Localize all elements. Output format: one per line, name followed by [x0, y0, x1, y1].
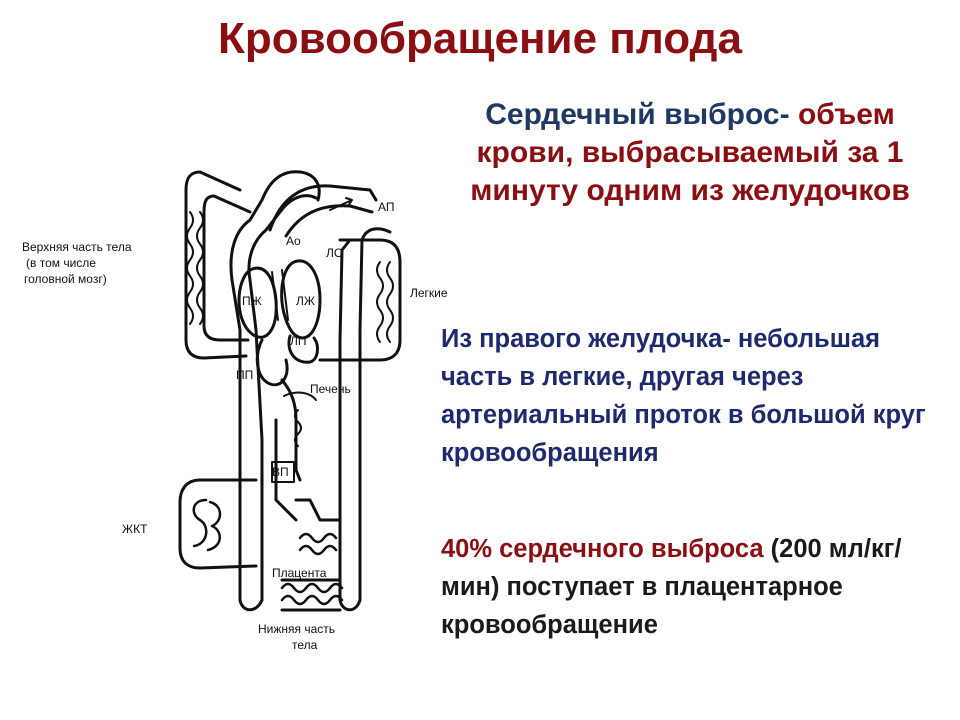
label-liver: Печень — [310, 382, 351, 396]
cardiac-output-definition: Сердечный выброс- объем крови, выбрасыва… — [470, 96, 910, 210]
bottom-connector — [238, 598, 362, 612]
placenta-paragraph-rest: (200 мл/кг/мин) поступает в плацентарное… — [441, 535, 902, 639]
definition-description: объем крови, выбрасываемый за 1 минуту о… — [470, 98, 910, 207]
vp-box — [271, 461, 295, 483]
left-atrium — [287, 334, 319, 364]
gi-loop — [192, 498, 222, 552]
upper-body-vessel — [184, 170, 248, 360]
upper-body-vessel-inner — [202, 194, 252, 342]
left-ventricle — [280, 259, 322, 340]
lungs-capillary — [376, 261, 384, 343]
liver-capillary — [294, 409, 302, 447]
septum — [271, 269, 289, 321]
label-vp: ВП — [272, 465, 289, 479]
definition-term: Сердечный выброс- — [485, 98, 790, 131]
label-lower-body-2: тела — [292, 638, 318, 652]
gi-vessel — [178, 478, 258, 570]
label-ls: ЛС — [326, 246, 343, 260]
label-zhkt: ЖКТ — [122, 522, 148, 536]
right-outer-vessel — [358, 227, 392, 602]
label-lp: ЛП — [290, 334, 307, 348]
label-ao: Ао — [286, 234, 301, 248]
label-upper-body-2: (в том числе — [26, 256, 96, 270]
lungs-vessel — [318, 238, 402, 362]
liver-shape — [283, 391, 317, 401]
upper-body-capillary — [186, 211, 194, 325]
outer-vessel-loop — [229, 170, 321, 602]
right-inner-vessel — [338, 238, 352, 602]
placenta-vessel-1 — [294, 498, 342, 522]
label-upper-body: Верхняя часть тела — [22, 240, 132, 254]
label-pp: ПП — [236, 368, 254, 382]
pulmonary-artery — [284, 204, 374, 238]
placenta-connector — [280, 578, 342, 612]
fetal-circulation-diagram — [178, 170, 402, 612]
label-lungs: Легкие — [410, 286, 448, 300]
label-ap: АП — [378, 200, 395, 214]
label-lower-body: Нижняя часть — [258, 622, 336, 636]
right-atrium — [255, 338, 289, 387]
ductus-venosus — [274, 418, 298, 522]
label-pzh: ПЖ — [242, 294, 262, 308]
right-ventricle — [237, 266, 278, 339]
label-upper-body-3: головной мозг) — [24, 272, 107, 286]
percent-highlight: 40% сердечного выброса — [441, 535, 764, 563]
placenta-wave — [298, 532, 338, 556]
label-placenta: Плацента — [272, 566, 327, 580]
placenta-paragraph: 40% сердечного выброса (200 мл/кг/мин) п… — [441, 530, 941, 644]
lungs-capillary-2 — [386, 261, 394, 343]
upper-body-capillary-2 — [196, 211, 204, 325]
inner-vessel-loop — [247, 194, 318, 602]
aortic-arch — [268, 184, 378, 232]
lower-body-wave — [280, 582, 344, 606]
right-ventricle-paragraph: Из правого желудочка- небольшая часть в … — [441, 325, 926, 467]
ductus-arrow — [329, 197, 353, 211]
slide-title: Кровообращение плода — [218, 14, 742, 63]
label-lzh: ЛЖ — [296, 294, 315, 308]
